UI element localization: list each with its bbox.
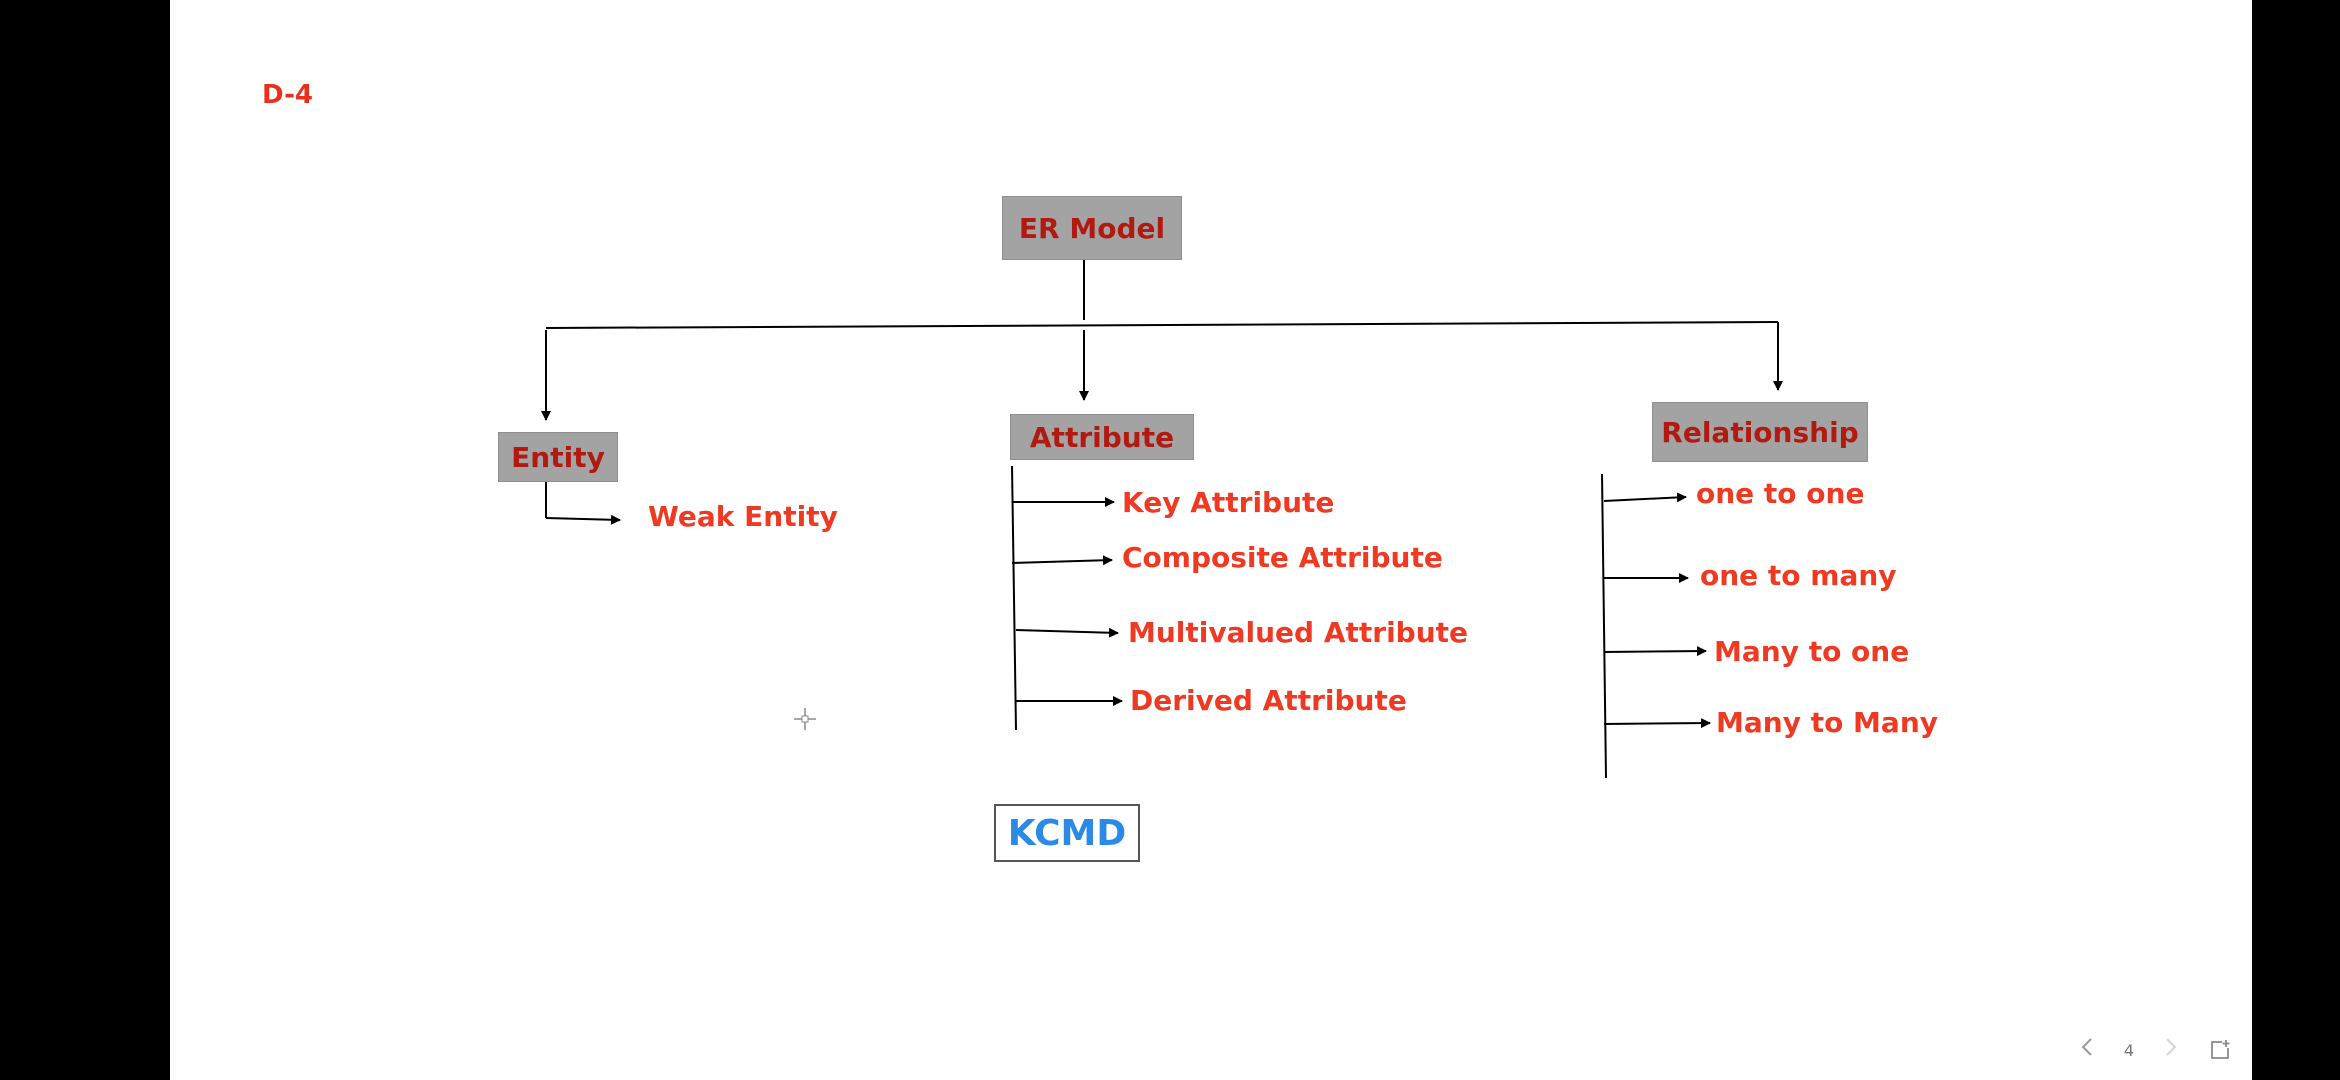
er-model-label: ER Model xyxy=(1018,211,1166,245)
page-number: 4 xyxy=(2123,1040,2134,1060)
attribute-label: Attribute xyxy=(1029,420,1175,454)
one-to-one-arrow xyxy=(1603,492,1687,503)
branch-bus xyxy=(545,321,1779,329)
entity-node: Entity xyxy=(498,432,618,482)
open-external-icon[interactable] xyxy=(2208,1038,2232,1062)
many-to-many-arrow xyxy=(1603,718,1711,729)
leaf-key-attribute: Key Attribute xyxy=(1122,486,1335,519)
kcmd-logo-text: KCMD xyxy=(1007,812,1127,854)
diagram-connectors xyxy=(541,260,1783,779)
kcmd-logo: KCMD xyxy=(994,804,1140,862)
chevron-right-icon[interactable] xyxy=(2164,1036,2178,1064)
slide-canvas: D-4 ER Model Entity Attribute Relationsh… xyxy=(170,0,2252,1080)
leaf-composite-attribute: Composite Attribute xyxy=(1122,541,1443,574)
composite-attribute-arrow xyxy=(1011,555,1113,566)
many-to-one-arrow xyxy=(1603,646,1707,657)
multivalued-attribute-arrow xyxy=(1015,627,1119,638)
crosshair-cursor-icon xyxy=(794,708,816,730)
leaf-one-to-one: one to one xyxy=(1696,477,1865,510)
leaf-weak-entity: Weak Entity xyxy=(648,500,838,533)
slide-pager: 4 xyxy=(2080,1036,2232,1064)
leaf-many-to-many: Many to Many xyxy=(1716,706,1939,739)
leaf-multivalued-attribute: Multivalued Attribute xyxy=(1128,616,1469,649)
leaf-derived-attribute: Derived Attribute xyxy=(1130,684,1407,717)
leaf-many-to-one: Many to one xyxy=(1714,635,1910,668)
relationship-label: Relationship xyxy=(1661,415,1859,449)
er-model-node: ER Model xyxy=(1002,196,1182,260)
attribute-spine xyxy=(1011,465,1017,731)
attribute-node: Attribute xyxy=(1010,414,1194,460)
chevron-left-icon[interactable] xyxy=(2080,1036,2094,1064)
slide-id-label: D-4 xyxy=(262,80,313,110)
relationship-spine xyxy=(1601,473,1607,779)
leaf-one-to-many: one to many xyxy=(1700,559,1897,592)
relationship-node: Relationship xyxy=(1652,402,1868,462)
weak-entity-arrow xyxy=(545,514,621,525)
entity-label: Entity xyxy=(511,440,605,474)
